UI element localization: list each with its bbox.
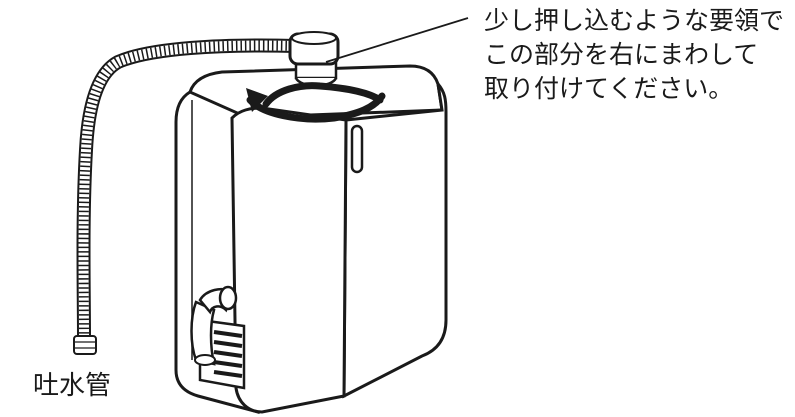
outlet-assembly [190,285,246,390]
hose [73,38,303,355]
instruction-line-2: この部分を右にまわして [484,40,759,69]
instruction-callout: 少し押し込むような要領で この部分を右にまわして 取り付けてください。 [484,4,789,106]
rotate-arrow-icon [246,82,386,123]
instruction-line-1: 少し押し込むような要領で [484,6,785,35]
side-slot [350,124,364,174]
top-connector [288,31,340,87]
instruction-line-3: 取り付けてください。 [484,74,734,103]
hose-nut [73,335,97,355]
callout-leader [325,17,469,63]
hose-label: 吐水管 [33,371,112,401]
